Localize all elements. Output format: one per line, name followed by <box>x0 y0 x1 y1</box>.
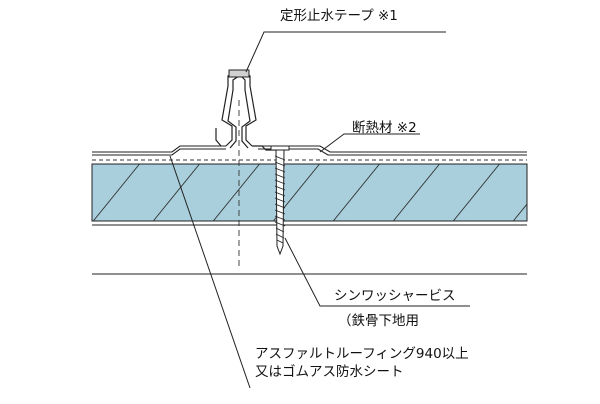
screw-label: シンワッシャービス <box>334 288 456 304</box>
roof-panel <box>92 145 527 156</box>
seam-clip <box>215 70 276 151</box>
screw <box>270 145 290 256</box>
insulation-board <box>91 163 528 222</box>
screw-note-label: （鉄骨下地用 <box>338 313 419 329</box>
leader-lines <box>169 31 470 389</box>
sealing-tape <box>228 69 250 78</box>
substructure-lines <box>92 224 527 275</box>
insulation-label: 断熱材 ※2 <box>352 120 417 136</box>
roofing-label-line2: 又はゴムアス防水シート <box>255 364 404 380</box>
tape-label: 定形止水テープ ※1 <box>280 8 398 24</box>
roofing-label-line1: アスファルトルーフィング940以上 <box>255 346 469 362</box>
